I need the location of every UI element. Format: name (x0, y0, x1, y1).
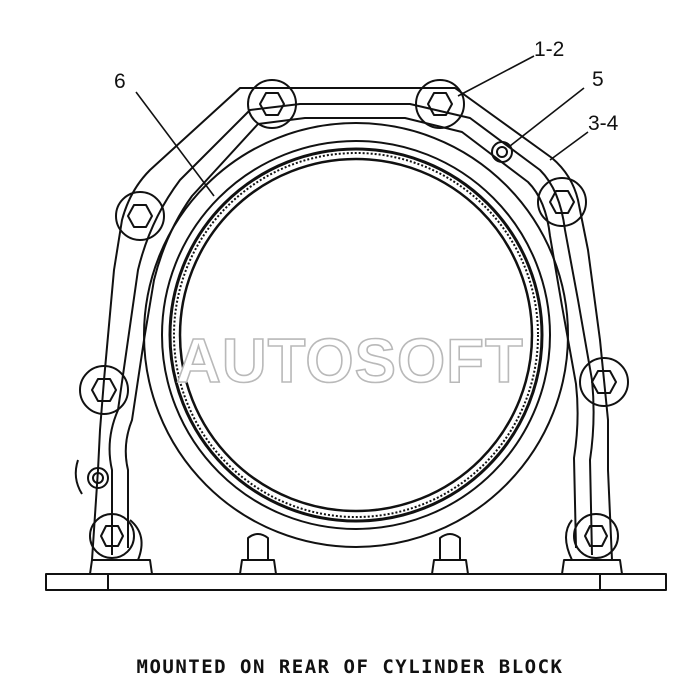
bolt-mid-left (79, 365, 129, 415)
housing-outline (91, 87, 613, 561)
seal-ring-dotted (173, 152, 539, 518)
bolt-upper-right (537, 177, 587, 227)
bolt-top-left (247, 79, 297, 129)
seal-ring-inner (178, 157, 534, 513)
bolt-upper-left (115, 191, 165, 241)
leader-line-5 (509, 87, 585, 147)
callout-label-5: 5 (592, 68, 604, 91)
callout-label-3-4: 3-4 (588, 112, 619, 135)
base-plate (45, 533, 667, 591)
dowel-pin-left (74, 459, 109, 495)
diagram-caption: MOUNTED ON REAR OF CYLINDER BLOCK (136, 656, 564, 678)
leader-line-1-2 (457, 55, 535, 97)
seal-ring-lip (168, 147, 544, 523)
seal-ring-outer (143, 122, 569, 548)
bolt-bottom-left (89, 513, 143, 561)
bolt-mid-right (579, 357, 629, 407)
dowel-pin-right (491, 141, 513, 163)
bolt-bottom-right (565, 513, 619, 561)
callout-label-1-2: 1-2 (534, 38, 564, 61)
seal-ring-mid (161, 140, 551, 530)
leader-line-6 (135, 91, 215, 197)
leader-line-3-4 (549, 131, 589, 161)
housing-rib-line (124, 117, 579, 549)
autosoft-watermark: AUTOSOFT (176, 327, 524, 396)
callout-label-6: 6 (114, 70, 126, 93)
housing-inner-rib (108, 103, 595, 556)
bolt-top-right (415, 79, 465, 129)
